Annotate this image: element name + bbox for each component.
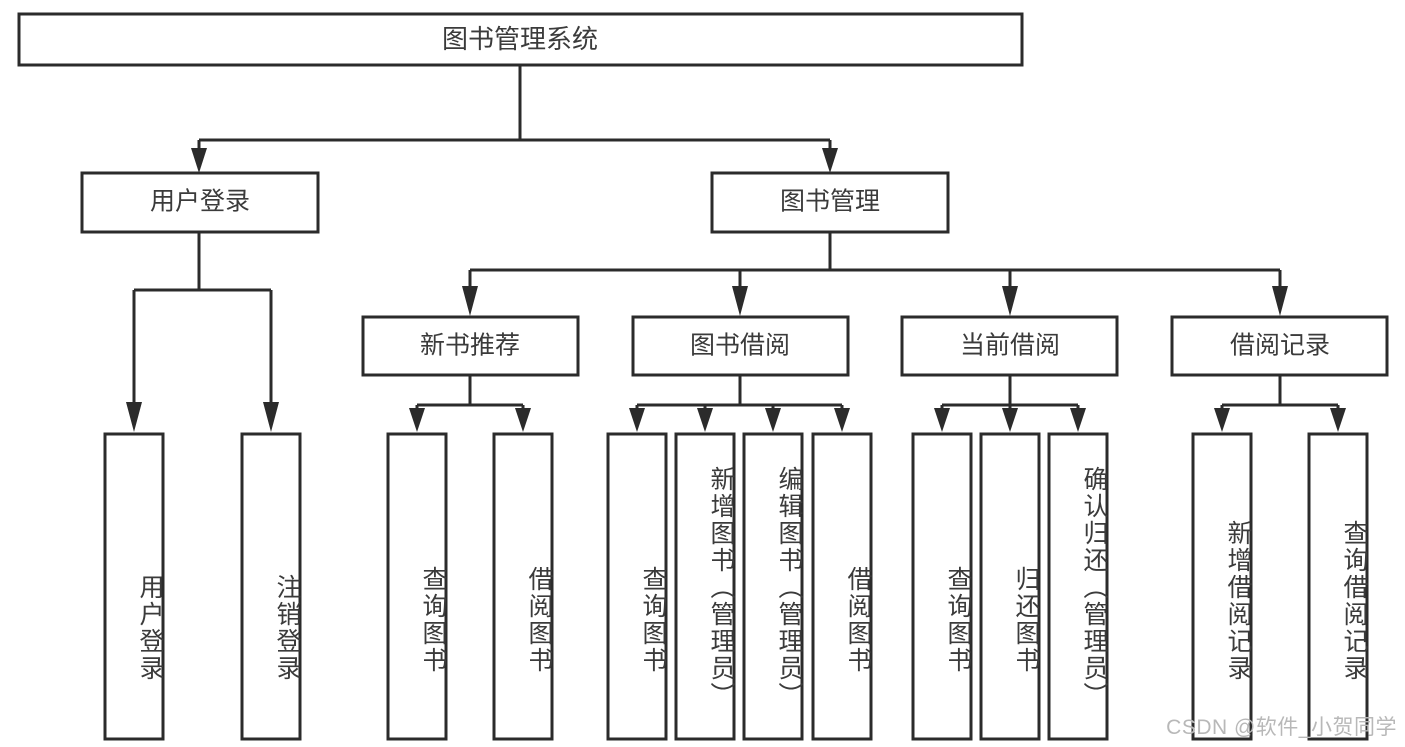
node-user-login-box[interactable] <box>80 171 320 234</box>
connector-group-root <box>191 65 838 173</box>
arrow-head-leaf-logout-login <box>263 402 279 432</box>
leaf-box-user-login[interactable] <box>103 432 165 741</box>
node-book-borrow[interactable]: 图书借阅 <box>631 315 850 377</box>
arrow-head-leaf-confirm-return <box>1070 408 1086 432</box>
node-new-book-recommend-label: 新书推荐 <box>420 332 520 360</box>
arrow-head-current-borrow <box>1002 286 1018 316</box>
connector-group-book-borrow <box>629 375 850 432</box>
arrow-head-leaf-user-login <box>126 402 142 432</box>
arrow-head-leaf-return-book <box>1002 408 1018 432</box>
leaf-box-borrow-book-1[interactable] <box>492 432 554 741</box>
node-user-login[interactable]: 用户登录 <box>80 171 320 234</box>
node-book-manage[interactable]: 图书管理 <box>710 171 950 234</box>
node-root-box[interactable] <box>17 12 1024 67</box>
arrow-head-book-borrow <box>732 286 748 316</box>
csdn-watermark: CSDN @软件_小贺同学 <box>1166 716 1397 739</box>
leaf-box-add-record[interactable] <box>1191 432 1253 741</box>
node-book-borrow-box[interactable] <box>631 315 850 377</box>
node-current-borrow-label: 当前借阅 <box>960 332 1060 360</box>
leaf-box-borrow-book-2[interactable] <box>811 432 873 741</box>
arrow-head-leaf-edit-book <box>765 408 781 432</box>
arrow-head-leaf-query-book-1 <box>409 408 425 432</box>
node-new-book-recommend-box[interactable] <box>361 315 580 377</box>
arrow-head-borrow-record <box>1272 286 1288 316</box>
arrow-head-leaf-borrow-book-1 <box>515 408 531 432</box>
leaf-box-confirm-return[interactable] <box>1047 432 1109 741</box>
arrow-head-to-book-manage <box>822 148 838 173</box>
arrow-head-leaf-add-record <box>1214 408 1230 432</box>
node-new-book-recommend[interactable]: 新书推荐 <box>361 315 580 377</box>
leaf-boxes-group <box>103 432 1369 741</box>
arrow-head-leaf-query-record <box>1330 408 1346 432</box>
connector-group-borrow-record <box>1214 375 1346 432</box>
node-user-login-label: 用户登录 <box>150 188 250 216</box>
node-book-manage-label: 图书管理 <box>780 188 880 216</box>
connector-group-current-borrow <box>934 375 1086 432</box>
leaf-box-edit-book[interactable] <box>742 432 804 741</box>
connector-group-book-manage <box>462 232 1288 316</box>
arrow-head-to-user-login <box>191 148 207 173</box>
arrow-head-leaf-add-book <box>697 408 713 432</box>
leaf-box-query-book-2[interactable] <box>606 432 668 741</box>
leaf-box-query-record[interactable] <box>1307 432 1369 741</box>
arrow-head-leaf-borrow-book-2 <box>834 408 850 432</box>
node-root[interactable]: 图书管理系统 <box>17 12 1024 67</box>
node-current-borrow-box[interactable] <box>900 315 1119 377</box>
node-book-manage-box[interactable] <box>710 171 950 234</box>
leaf-box-logout-login[interactable] <box>240 432 302 741</box>
arrow-head-leaf-query-book-3 <box>934 408 950 432</box>
node-current-borrow[interactable]: 当前借阅 <box>900 315 1119 377</box>
node-borrow-record-label: 借阅记录 <box>1230 332 1330 360</box>
connector-group-new-book-recommend <box>409 375 531 432</box>
leaf-box-return-book[interactable] <box>979 432 1041 741</box>
arrow-head-new-book-recommend <box>462 286 478 316</box>
node-root-label: 图书管理系统 <box>442 24 598 54</box>
node-borrow-record-box[interactable] <box>1170 315 1389 377</box>
leaf-box-query-book-3[interactable] <box>911 432 973 741</box>
connector-group-user-login <box>126 232 279 432</box>
leaf-box-add-book[interactable] <box>674 432 736 741</box>
node-borrow-record[interactable]: 借阅记录 <box>1170 315 1389 377</box>
leaf-box-query-book-1[interactable] <box>386 432 448 741</box>
node-book-borrow-label: 图书借阅 <box>690 332 790 360</box>
arrow-head-leaf-query-book-2 <box>629 408 645 432</box>
